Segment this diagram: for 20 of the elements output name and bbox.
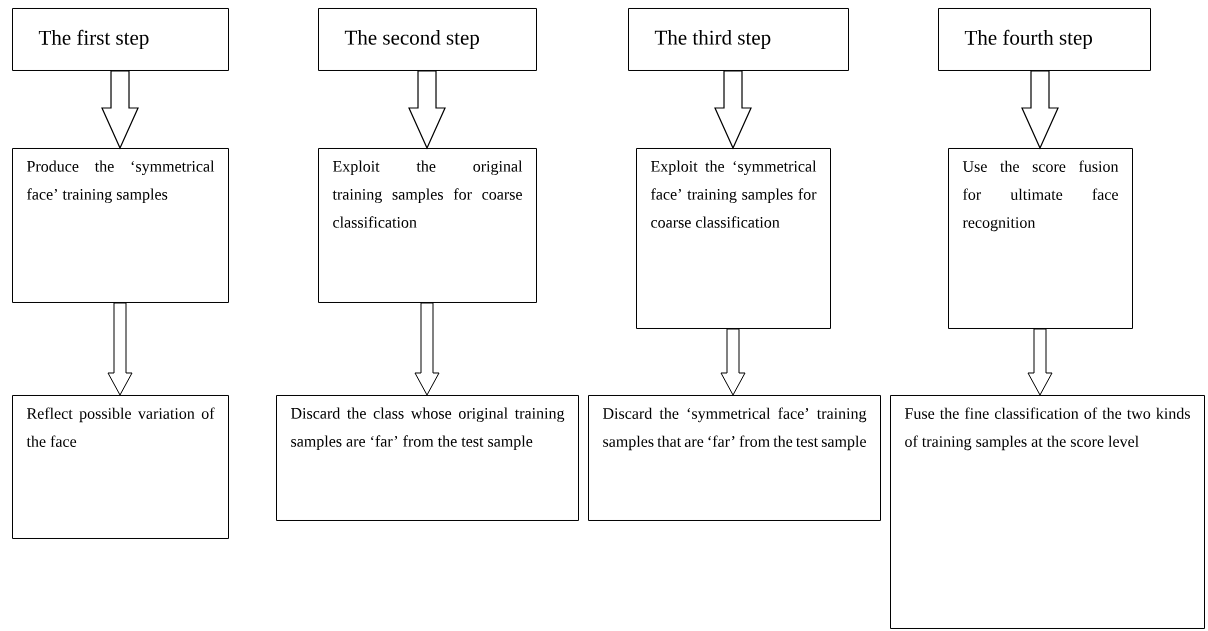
process-box: The third step	[628, 8, 849, 71]
process-box: Discard the ‘symmetrical face’ training samples that are ‘far’ from the test sample	[588, 395, 881, 521]
block-arrow	[714, 70, 752, 150]
process-box: Use the score fusion for ultimate face recognition	[948, 148, 1133, 329]
process-box: The second step	[318, 8, 537, 71]
process-box: Reflect possible variation of the face	[12, 395, 229, 539]
process-box: Discard the class whose original training samples are ‘far’ from the test sample	[276, 395, 579, 521]
block-arrow	[1027, 328, 1053, 396]
process-box: Exploit the ‘symmetrical face’ training samples for coarse classification	[636, 148, 831, 329]
process-box: Produce the ‘symmetrical face’ training samples	[12, 148, 229, 303]
process-box: Exploit the original training samples for coarse classification	[318, 148, 537, 303]
block-arrow	[101, 70, 139, 150]
block-arrow	[720, 328, 746, 396]
block-arrow	[1021, 70, 1059, 150]
block-arrow	[107, 302, 133, 396]
process-box: The fourth step	[938, 8, 1151, 71]
process-box: Fuse the fine classification of the two kinds of training samples at the score level	[890, 395, 1205, 629]
block-arrow	[414, 302, 440, 396]
process-box: The first step	[12, 8, 229, 71]
block-arrow	[408, 70, 446, 150]
